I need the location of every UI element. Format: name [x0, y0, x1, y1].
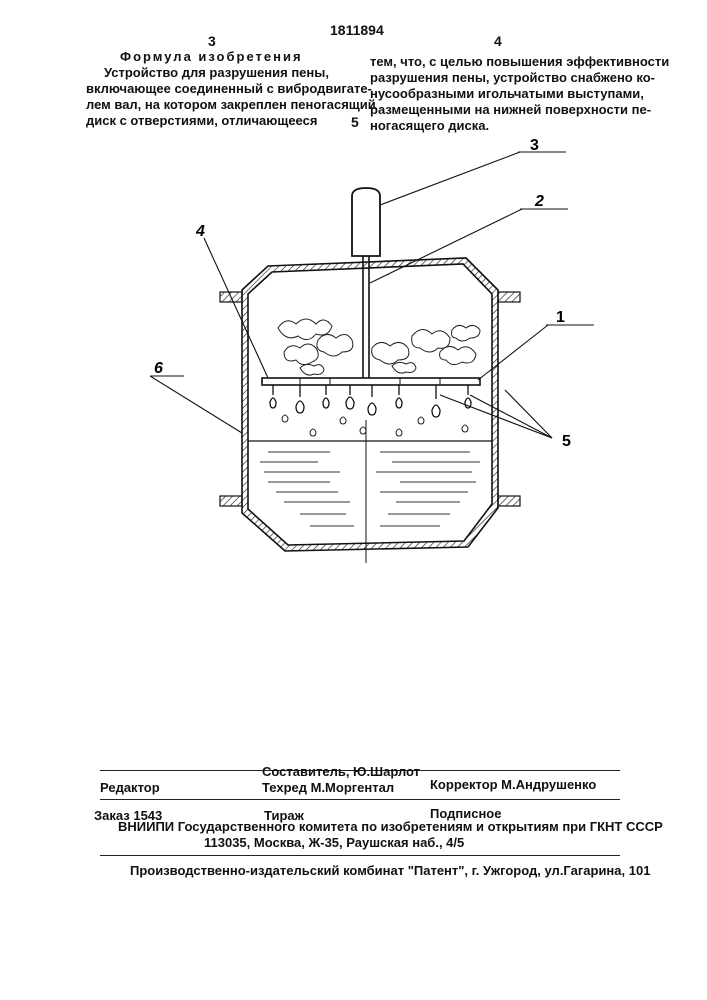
foam-upper — [278, 319, 480, 375]
footer-techred: Техред М.Моргентал — [262, 780, 394, 795]
label-3: 3 — [530, 137, 539, 154]
label-2: 2 — [534, 193, 544, 210]
label-4: 4 — [195, 223, 205, 240]
label-5: 5 — [562, 433, 571, 450]
label-6: 6 — [154, 360, 163, 377]
label-1: 1 — [556, 309, 565, 326]
footer-publisher: Производственно-издательский комбинат "П… — [130, 863, 650, 878]
footer-editor: Редактор — [100, 780, 160, 795]
flange-lower-left — [220, 496, 242, 506]
footer-address: 113035, Москва, Ж-35, Раушская наб., 4/5 — [204, 835, 464, 850]
foam-breaker-drawing: 3 2 4 1 6 5 — [0, 0, 707, 600]
needle-protrusions — [270, 385, 471, 417]
flange-lower-right — [498, 496, 520, 506]
foam-lower — [282, 415, 468, 436]
footer-institute: ВНИИПИ Государственного комитета по изоб… — [118, 819, 663, 834]
footer-rule-middle — [100, 799, 620, 800]
foam-breaking-disc — [262, 378, 480, 385]
footer-rule-bottom — [100, 855, 620, 856]
liquid-hatching — [260, 452, 480, 526]
flange-upper-right — [498, 292, 520, 302]
footer-compiler: Составитель, Ю.Шарлот — [262, 764, 420, 779]
vibration-motor — [352, 188, 380, 256]
footer-corrector: Корректор М.Андрушенко — [430, 777, 596, 792]
